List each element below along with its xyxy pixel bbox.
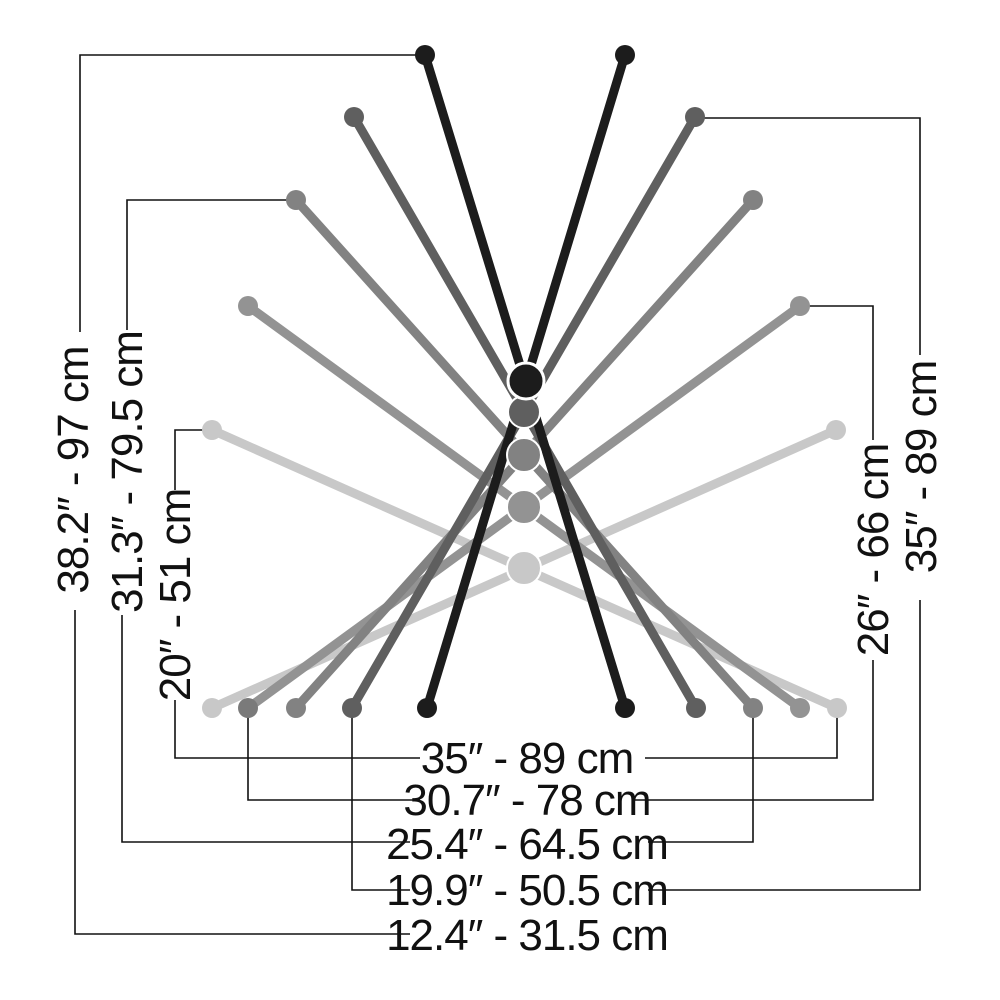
width-label-12-4: 12.4″ - 31.5 cm xyxy=(386,911,668,960)
height-label-20: 20″ - 51 cm xyxy=(151,489,200,701)
leader-height-20 xyxy=(174,429,212,490)
height-labels: 38.2″ - 97 cm 31.3″ - 79.5 cm 20″ - 51 c… xyxy=(49,331,946,701)
leader-width-35-left xyxy=(174,700,420,759)
leader-width-35-right xyxy=(645,708,838,759)
end-cap xyxy=(615,45,635,65)
leader-width-19-left xyxy=(351,708,410,891)
end-cap xyxy=(743,698,763,718)
width-label-30-7: 30.7″ - 78 cm xyxy=(403,776,650,825)
width-label-19-9: 19.9″ - 50.5 cm xyxy=(386,866,668,915)
end-cap xyxy=(685,107,705,127)
height-label-26: 26″ - 66 cm xyxy=(849,444,898,656)
leader-height-38 xyxy=(79,54,425,332)
pivot-hub-position-2 xyxy=(507,395,541,429)
leader-width-12-left xyxy=(74,610,410,935)
pivot-hubs xyxy=(506,361,546,586)
leader-height-26 xyxy=(800,305,874,440)
end-cap xyxy=(827,698,847,718)
end-cap xyxy=(686,698,706,718)
pivot-hub-position-5 xyxy=(506,550,542,586)
width-labels: 35″ - 89 cm 30.7″ - 78 cm 25.4″ - 64.5 c… xyxy=(386,734,669,960)
end-cap xyxy=(238,698,258,718)
end-cap xyxy=(417,698,437,718)
end-cap xyxy=(202,698,222,718)
height-label-35: 35″ - 89 cm xyxy=(897,361,946,573)
end-cap xyxy=(286,698,306,718)
end-cap xyxy=(790,296,810,316)
end-cap xyxy=(743,190,763,210)
end-cap xyxy=(615,698,635,718)
height-label-31-3: 31.3″ - 79.5 cm xyxy=(103,331,152,613)
leader-height-35 xyxy=(695,117,921,355)
leader-width-25-right xyxy=(648,708,754,843)
leader-width-25-left xyxy=(121,615,410,843)
leader-width-30-right xyxy=(632,660,874,801)
pivot-hub-position-3 xyxy=(506,437,542,473)
width-label-25-4: 25.4″ - 64.5 cm xyxy=(386,820,668,869)
end-cap xyxy=(344,107,364,127)
height-label-38-2: 38.2″ - 97 cm xyxy=(49,346,98,593)
end-cap xyxy=(826,420,846,440)
end-cap xyxy=(286,190,306,210)
leader-width-19-right xyxy=(648,600,921,891)
rod-end-caps xyxy=(202,45,847,718)
end-cap xyxy=(202,420,222,440)
end-cap xyxy=(415,45,435,65)
leader-lines xyxy=(74,54,921,935)
width-label-35: 35″ - 89 cm xyxy=(421,734,633,783)
end-cap xyxy=(238,296,258,316)
end-cap xyxy=(342,698,362,718)
end-cap xyxy=(790,698,810,718)
leader-height-31 xyxy=(126,199,296,330)
leader-width-30-left xyxy=(247,708,420,801)
pivot-hub-position-1 xyxy=(506,361,546,401)
pivot-hub-position-4 xyxy=(506,489,542,525)
